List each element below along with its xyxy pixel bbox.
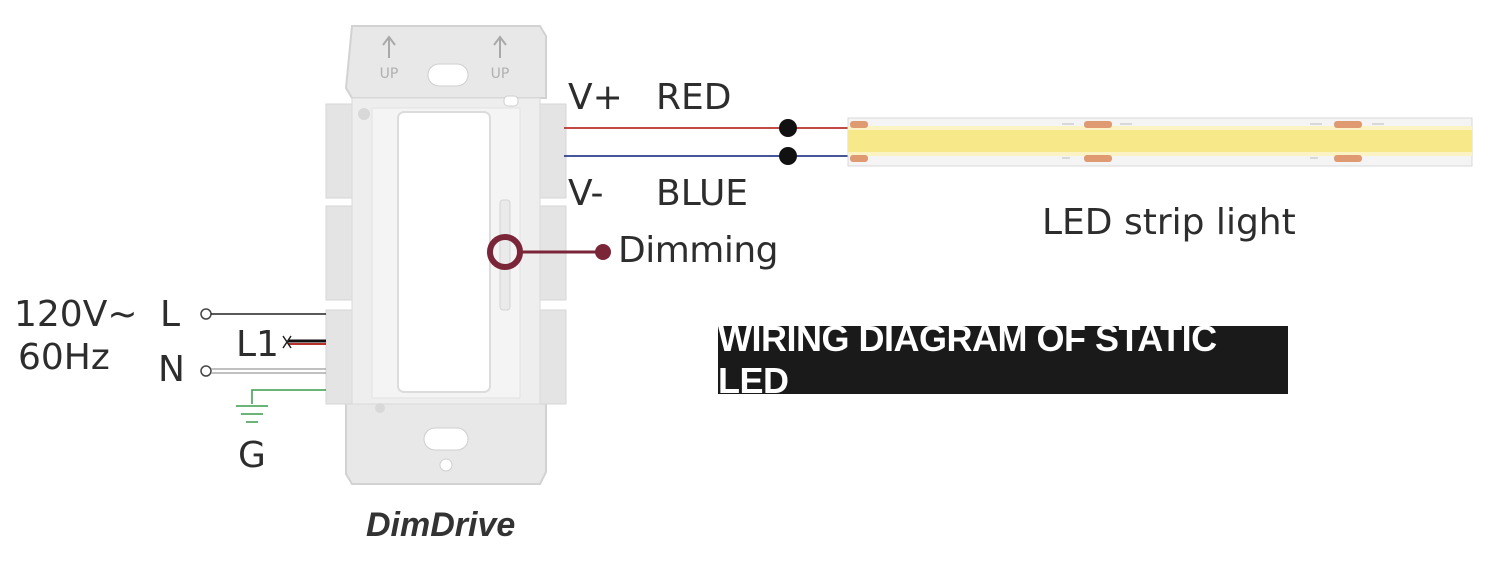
label-ground: G (238, 435, 266, 476)
led-pad (1084, 121, 1112, 128)
strap-slot-bottom (423, 427, 469, 451)
strap-slot-top (427, 63, 469, 87)
up-arrow-left-icon (382, 35, 396, 58)
label-vminus: V- (568, 173, 604, 214)
dimming-slider-track (499, 199, 511, 311)
label-neutral: N (158, 349, 185, 390)
junction-red (779, 119, 797, 137)
dimmer-switch: UP UP (325, 25, 567, 485)
label-load: L1 (236, 324, 279, 365)
up-label-left: UP (380, 66, 399, 82)
label-vplus: V+ (568, 77, 623, 118)
junction-blue (779, 147, 797, 165)
brand-name: DimDrive (366, 506, 516, 544)
led-pad (850, 155, 868, 162)
wire-cap-icon (282, 335, 292, 349)
diagram-title-banner: WIRING DIAGRAM OF STATIC LED (718, 318, 1288, 401)
up-label-right: UP (491, 66, 510, 82)
diagram-title: WIRING DIAGRAM OF STATIC LED (718, 318, 1217, 401)
label-voltage: 120V~ (14, 294, 138, 335)
label-dimming: Dimming (618, 230, 779, 271)
terminal-l (200, 308, 212, 320)
mounting-strap (344, 25, 547, 99)
switch-paddle (397, 111, 491, 393)
ground-icon (236, 405, 268, 423)
led-strip (847, 117, 1473, 167)
label-frequency: 60Hz (18, 337, 110, 378)
label-line: L (160, 294, 181, 335)
led-pad (1084, 155, 1112, 162)
label-led-strip: LED strip light (1042, 202, 1296, 243)
label-red: RED (656, 77, 732, 118)
label-blue: BLUE (656, 173, 749, 214)
led-pad (1334, 155, 1362, 162)
led-pad (850, 121, 868, 128)
wire-ground (251, 389, 326, 404)
up-arrow-right-icon (493, 35, 507, 58)
dimming-leader-dot (595, 244, 611, 260)
led-pad (1334, 121, 1362, 128)
terminal-n (200, 365, 212, 377)
